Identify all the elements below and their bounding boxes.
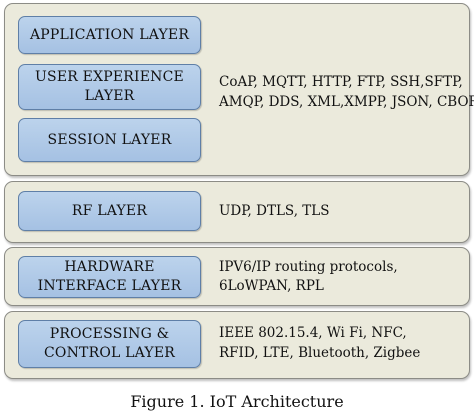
hardware-protocols-line-1: IPV6/IP routing protocols, [219,259,398,275]
application-layer-label: APPLICATION LAYER [29,26,190,43]
upper-protocols-line-2: AMQP, DDS, XML,XMPP, JSON, CBOR [219,94,474,110]
figure-caption: Figure 1. IoT Architecture [130,392,344,411]
hardware-protocols-line-2: 6LoWPAN, RPL [219,278,324,294]
rf-layer-label: RF LAYER [71,202,148,219]
processing-protocols-line-1: IEEE 802.15.4, Wi Fi, NFC, [219,325,407,341]
hardware-interface-layer-label: HARDWARE INTERFACE LAYER [37,259,182,294]
processing-control-layer-label: PROCESSING & CONTROL LAYER [44,326,175,361]
application-layer-box: APPLICATION LAYER [18,16,201,54]
upper-protocols-line-1: CoAP, MQTT, HTTP, FTP, SSH,SFTP, [219,74,463,90]
session-layer-label: SESSION LAYER [47,131,172,148]
user-experience-layer-label: USER EXPERIENCE LAYER [35,69,184,104]
rf-protocols-line-1: UDP, DTLS, TLS [219,203,330,219]
processing-control-layer-box: PROCESSING & CONTROL LAYER [18,320,201,368]
rf-layer-box: RF LAYER [18,191,201,231]
user-experience-layer-box: USER EXPERIENCE LAYER [18,64,201,110]
hardware-interface-layer-box: HARDWARE INTERFACE LAYER [18,256,201,298]
processing-protocols-line-2: RFID, LTE, Bluetooth, Zigbee [219,345,421,361]
session-layer-box: SESSION LAYER [18,118,201,162]
